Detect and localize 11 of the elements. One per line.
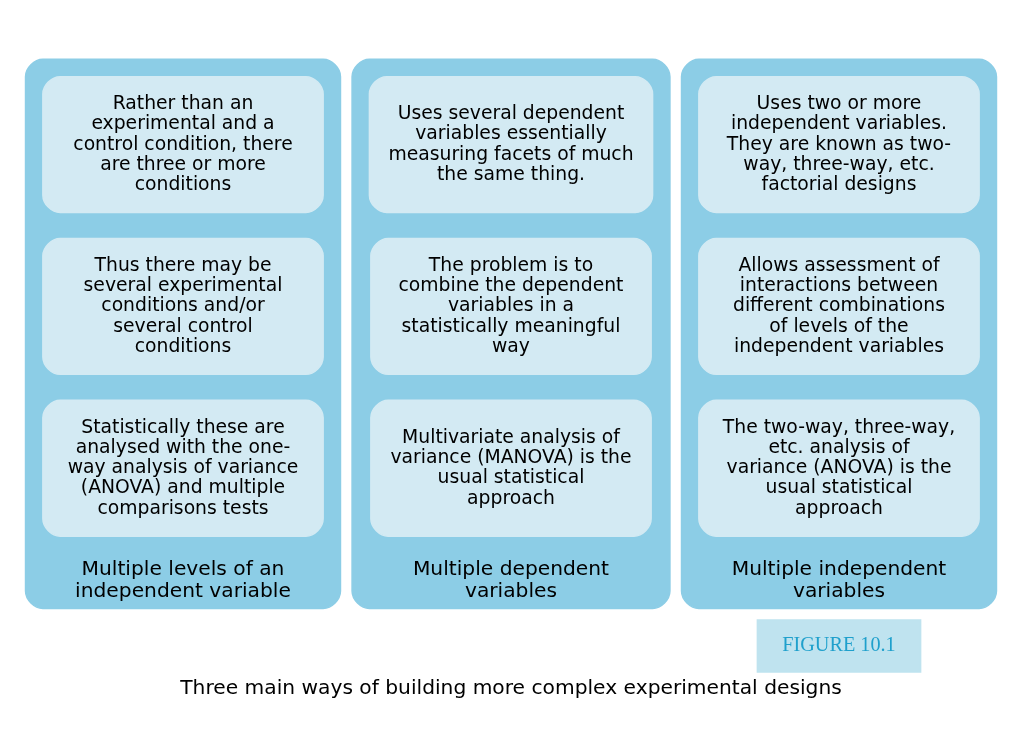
node-box: The two-way, three-way, etc. analysis of variance (ANOVA) is the usual statistical approach: [698, 399, 980, 537]
node-box: The problem is to combine the dependent variables in a statistically meaningful way: [370, 237, 652, 376]
node-box: Thus there may be several experimental conditions and/or several control conditions: [42, 237, 324, 376]
node-box: Uses two or more independent variables. They are known as two-way, three-way, etc. factorial designs: [698, 75, 980, 214]
caption: Three main ways of building more complex experimental designs: [180, 674, 842, 699]
node-box: Allows assessment of interactions between different combinations of levels of the independent variables: [698, 237, 980, 376]
label: FIGURE 10.1: [782, 633, 896, 656]
node-box: Multivariate analysis of variance (MANOVA) is the usual statistical approach: [370, 399, 652, 537]
node-box: Uses several dependent variables essentially measuring facets of much the same thing.: [368, 75, 654, 214]
node-box: Statistically these are analysed with the one-way analysis of variance (ANOVA) and multiple comparisons tests: [42, 399, 324, 537]
node-box: Rather than an experimental and a control condition, there are three or more conditions: [42, 75, 324, 214]
